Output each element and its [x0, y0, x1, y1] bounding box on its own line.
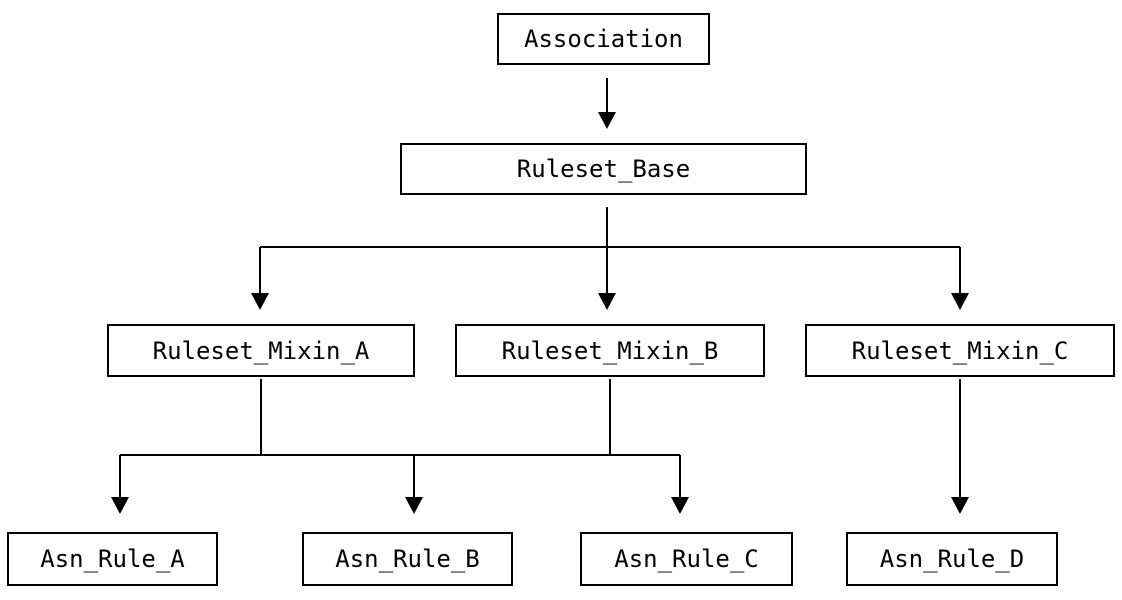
arrowhead-to-mixin-a — [251, 293, 269, 310]
node-ruleset-mixin-a: Ruleset_Mixin_A — [107, 324, 415, 377]
node-ruleset-mixin-b: Ruleset_Mixin_B — [455, 324, 765, 377]
node-asn-rule-d: Asn_Rule_D — [846, 532, 1058, 586]
arrowhead-to-mixin-c — [951, 293, 969, 310]
node-ruleset-mixin-c: Ruleset_Mixin_C — [805, 324, 1115, 377]
node-asn-rule-a: Asn_Rule_A — [7, 532, 218, 586]
arrowhead-to-rule-b — [405, 497, 423, 514]
node-ruleset-base: Ruleset_Base — [400, 143, 807, 195]
node-association: Association — [497, 13, 710, 65]
arrowhead-to-base — [598, 112, 616, 129]
arrowhead-to-rule-c — [671, 497, 689, 514]
node-asn-rule-b: Asn_Rule_B — [302, 532, 513, 586]
arrowhead-to-rule-a — [111, 497, 129, 514]
node-asn-rule-c: Asn_Rule_C — [580, 532, 793, 586]
arrowhead-to-mixin-b — [598, 293, 616, 310]
arrowhead-to-rule-d — [951, 497, 969, 514]
